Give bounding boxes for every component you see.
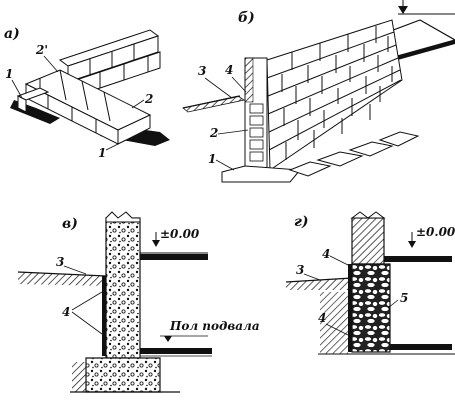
panel-b-callout-2: 2	[209, 126, 218, 140]
panel-a-callout-1-left: 1	[5, 67, 13, 81]
panel-g-level-text: ±0.00	[416, 225, 455, 239]
panel-g-callout-4-bottom: 4	[318, 311, 326, 325]
panel-a-callout-2prime: 2'	[35, 43, 48, 57]
panel-v-level-text: ±0.00	[160, 227, 200, 241]
panel-v-wall	[105, 217, 141, 359]
panel-g-floor-slab	[384, 256, 452, 262]
panel-b-footing	[221, 131, 420, 183]
panel-g-basement-floor	[390, 344, 452, 350]
panel-b-letter: б)	[238, 10, 255, 26]
panel-v-callout-4: 4	[62, 305, 70, 319]
panel-b-brick-face	[266, 19, 403, 171]
panel-b-callout-3: 3	[198, 64, 206, 78]
panel-v-letter: в)	[62, 216, 78, 232]
panel-b-callouts: 3 4 2 1	[198, 63, 249, 171]
panel-v-level-mark: ±0.00	[152, 227, 200, 247]
panel-v-basement-floor: Пол подвала	[140, 319, 260, 357]
panel-b-ground	[182, 95, 246, 113]
panel-g: г) ±0.00 4 3 5 4	[285, 211, 455, 355]
panel-g-upper-wall	[351, 217, 385, 265]
panel-v-callouts: 3 4	[56, 255, 103, 335]
panel-g-callouts: 4 3 5 4	[296, 247, 408, 337]
panel-g-letter: г)	[294, 214, 309, 230]
panel-a-callouts: 1 2' 2 1	[5, 43, 153, 160]
panel-g-callout-5: 5	[400, 291, 408, 305]
panel-v-callout-3: 3	[56, 255, 64, 269]
panel-b: б)	[182, 0, 455, 183]
panel-a-letter: а)	[4, 26, 20, 42]
panel-a: а)	[4, 26, 170, 160]
panel-v-floor-note: Пол подвала	[169, 319, 260, 333]
panel-g-stone-wall	[351, 263, 391, 353]
panel-g-level-mark: ±0.00	[408, 225, 455, 248]
panel-v-footing	[85, 357, 161, 393]
panel-b-callout-1: 1	[208, 152, 216, 166]
panel-a-callout-1-right: 1	[98, 146, 106, 160]
panel-g-callout-3: 3	[296, 263, 304, 277]
panel-a-lower-row	[16, 87, 50, 113]
panel-b-wall-blocks	[249, 103, 264, 162]
panel-v: в) ±0.00 Пол подвала	[17, 211, 260, 393]
panel-b-callout-4: 4	[225, 63, 233, 77]
panel-b-level-mark	[398, 0, 455, 15]
panel-g-callout-4-top: 4	[322, 247, 330, 261]
panel-v-floor-slab	[140, 254, 208, 260]
panel-a-callout-2: 2	[144, 92, 153, 106]
